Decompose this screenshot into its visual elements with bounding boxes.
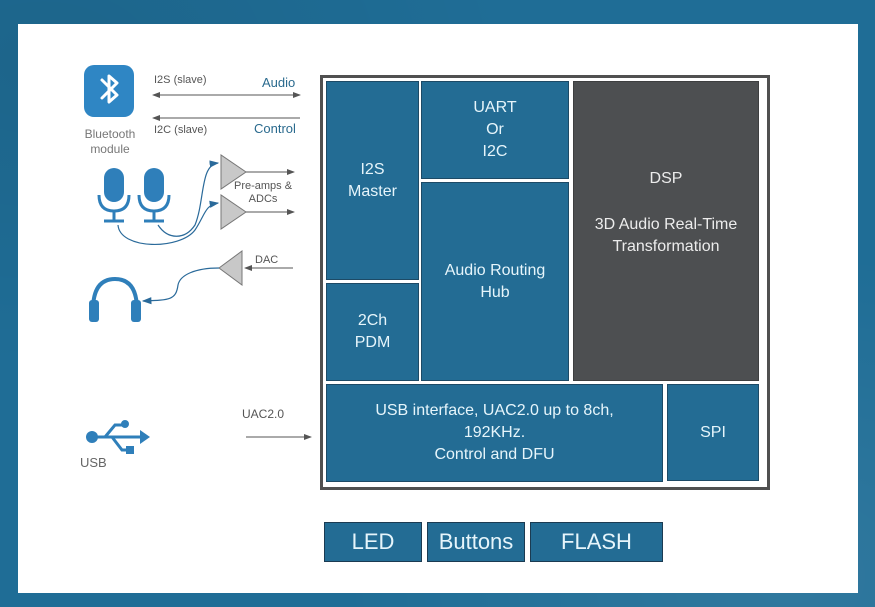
i2c-slave-label: I2C (slave): [154, 124, 208, 136]
block-usb-interface: USB interface, UAC2.0 up to 8ch, 192KHz.…: [326, 384, 663, 482]
microphone-icon: [97, 168, 131, 223]
block-pdm: 2Ch PDM: [326, 283, 419, 381]
preamp-label-line2: ADCs: [248, 193, 278, 205]
preamp-label: Pre-amps & ADCs: [234, 180, 292, 206]
bluetooth-label: Bluetooth module: [79, 127, 141, 157]
block-audio-routing-hub: Audio Routing Hub: [421, 182, 569, 381]
dsp-title: DSP: [649, 170, 683, 187]
routing-hub-text: Audio Routing Hub: [444, 261, 546, 301]
pdm-text: 2Ch PDM: [354, 312, 391, 351]
preamp-triangle: [220, 194, 247, 230]
uart-i2c-text: UART Or I2C: [473, 99, 517, 160]
dac-label: DAC: [255, 254, 279, 266]
dac-triangle: [218, 250, 243, 286]
bluetooth-label-line2: module: [90, 142, 130, 156]
mic1-wire: [117, 200, 220, 246]
uac-label: UAC2.0: [242, 407, 285, 421]
block-dsp: DSP 3D Audio Real-Time Transformation: [573, 81, 759, 381]
bluetooth-icon: [84, 65, 134, 117]
block-spi: SPI: [667, 384, 759, 481]
i2s-slave-label: I2S (slave): [154, 74, 207, 86]
preamp-triangle: [220, 154, 247, 190]
usb-label: USB: [80, 455, 107, 470]
mic2-wire: [157, 160, 220, 237]
headphones-icon: [89, 276, 141, 322]
usb-icon: [86, 420, 150, 454]
block-uart-i2c: UART Or I2C: [421, 81, 569, 179]
preamp-label-line1: Pre-amps &: [234, 180, 293, 192]
buttons-block: Buttons: [427, 522, 525, 562]
flash-block: FLASH: [530, 522, 663, 562]
dsp-description: 3D Audio Real-Time Transformation: [594, 216, 738, 255]
i2s-master-text: I2S Master: [348, 160, 397, 200]
block-i2s-master: I2S Master: [326, 81, 419, 280]
microphone-icon: [137, 168, 171, 223]
control-label: Control: [254, 121, 296, 136]
bluetooth-label-line1: Bluetooth: [84, 127, 136, 141]
audio-label: Audio: [262, 75, 296, 90]
headphone-wire: [141, 267, 220, 305]
spi-text: SPI: [700, 423, 726, 441]
led-block: LED: [324, 522, 422, 562]
usb-interface-text: USB interface, UAC2.0 up to 8ch, 192KHz.…: [375, 402, 614, 463]
